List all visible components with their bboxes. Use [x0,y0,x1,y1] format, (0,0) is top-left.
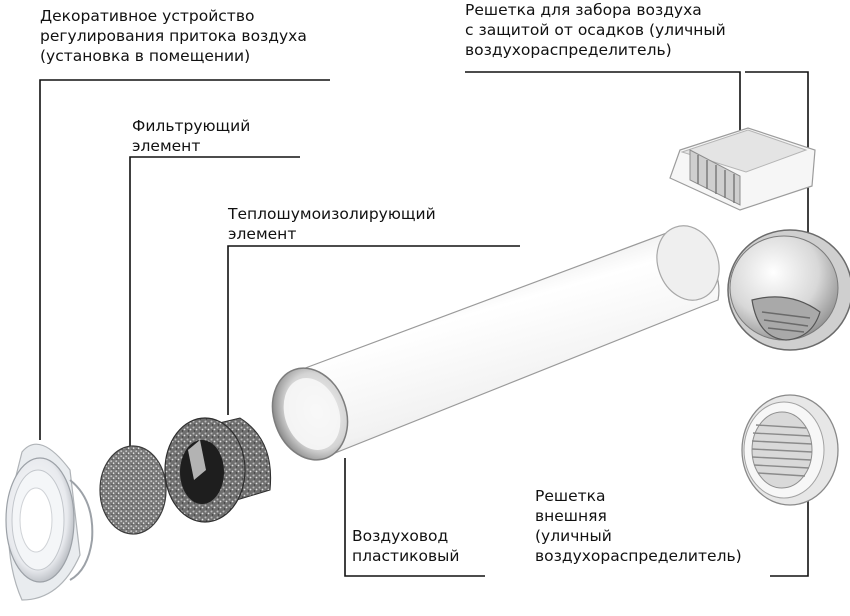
label-insulation: Теплошумоизолирующий элемент [228,204,436,244]
label-line: Фильтрующий [132,117,251,135]
hood-outlet-image [727,229,850,351]
label-decorative-device: Декоративное устройство регулирования пр… [40,6,307,66]
label-line: Решетка для забора воздуха [465,1,702,19]
outer-grille-image [741,394,839,506]
label-line: Декоративное устройство [40,7,255,25]
label-line: с защитой от осадков (уличный [465,21,726,39]
leader-lines [39,71,809,577]
label-line: воздухораспределитель) [465,41,672,59]
intake-grille-image [669,127,816,211]
label-outer-grille: Решетка внешняя (уличный воздухораспреде… [535,486,742,566]
label-line: элемент [228,225,297,243]
label-line: воздухораспределитель) [535,547,742,565]
label-line: (уличный [535,527,612,545]
label-line: Решетка [535,487,606,505]
label-filter: Фильтрующий элемент [132,116,250,156]
label-intake-grille: Решетка для забора воздуха с защитой от … [465,0,726,60]
label-line: элемент [132,137,201,155]
decorative-device-image [5,443,94,601]
label-line: регулирования притока воздуха [40,27,307,45]
plastic-duct-image [271,225,720,461]
label-duct: Воздуховод пластиковый [352,526,459,566]
filter-element-image [99,445,167,535]
label-line: (установка в помещении) [40,47,251,65]
insulation-element-image [164,417,272,523]
label-line: внешняя [535,507,607,525]
label-line: Теплошумоизолирующий [228,205,436,223]
label-line: Воздуховод [352,527,449,545]
label-line: пластиковый [352,547,460,565]
